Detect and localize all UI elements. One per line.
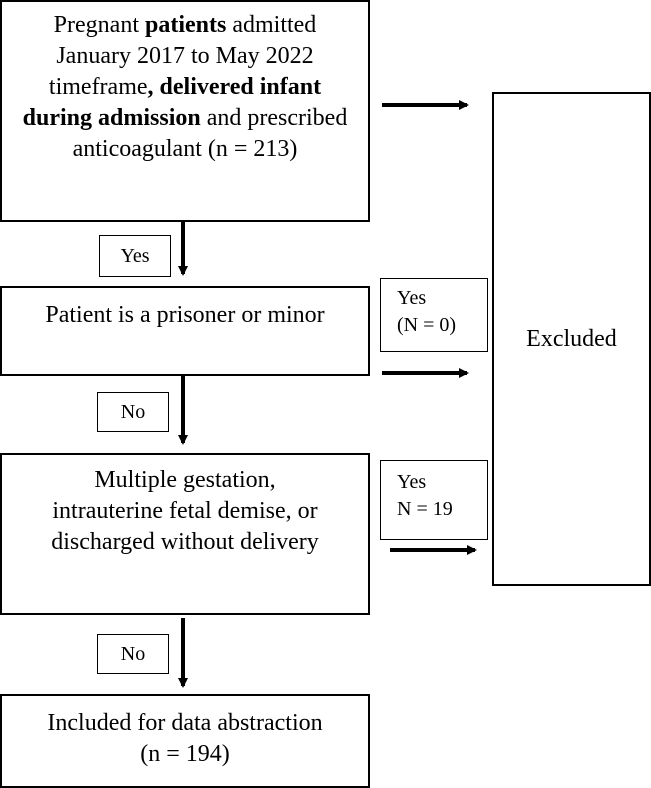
edge-label-yes-2-line2: (N = 0) [397, 314, 457, 336]
prisoner-node: Patient is a prisoner or minor [0, 286, 370, 376]
gestation-line2: intrauterine fetal demise, or [52, 498, 318, 524]
edge-label-yes-3-line1: Yes [397, 471, 427, 493]
start-text-5: and prescribed anticoagulant (n = 213) [72, 105, 348, 162]
included-line1: Included for data abstraction [47, 710, 323, 736]
start-text-4: , delivered infant during admission [22, 74, 322, 131]
gestation-line1: Multiple gestation, [94, 467, 276, 493]
edge-label-no-2-text: No [120, 643, 146, 665]
edge-label-no-1-text: No [120, 401, 146, 423]
prisoner-text: Patient is a prisoner or minor [45, 302, 325, 328]
included-node: Included for data abstraction (n = 194) [0, 694, 370, 788]
start-text-1: Pregnant [53, 12, 145, 38]
edge-label-no-1: No [97, 392, 169, 432]
gestation-line3: discharged without delivery [51, 529, 319, 555]
excluded-node: Excluded [492, 92, 651, 586]
edge-label-no-2: No [97, 634, 169, 674]
excluded-text: Excluded [526, 325, 617, 352]
start-text-2: patients [144, 12, 227, 38]
edge-label-yes-2: Yes (N = 0) [380, 278, 488, 352]
edge-label-yes-1-text: Yes [120, 245, 150, 267]
edge-label-yes-3: Yes N = 19 [380, 460, 488, 540]
start-node: Pregnant patients admitted January 2017 … [0, 0, 370, 222]
edge-label-yes-3-line2: N = 19 [397, 498, 453, 520]
edge-label-yes-1: Yes [99, 235, 171, 277]
start-text-3: admitted January 2017 to May 2022 timefr… [48, 12, 317, 100]
edge-label-yes-2-line1: Yes [397, 287, 427, 309]
included-line2: (n = 194) [140, 741, 230, 767]
gestation-node: Multiple gestation, intrauterine fetal d… [0, 453, 370, 615]
